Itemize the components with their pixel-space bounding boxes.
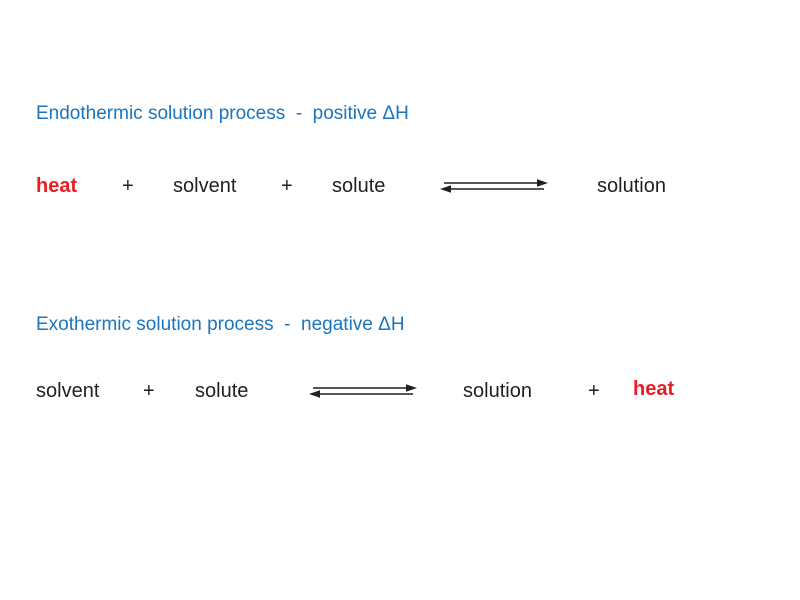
exothermic-heading: Exothermic solution process - negative Δ… <box>36 314 405 335</box>
exothermic-solvent-term: solvent <box>36 380 100 402</box>
endothermic-solution-term: solution <box>597 175 666 197</box>
exothermic-solution-term: solution <box>463 380 532 402</box>
exothermic-solute-term: solute <box>195 380 249 402</box>
endothermic-solute-term: solute <box>332 175 386 197</box>
exothermic-plus-1: + <box>143 380 155 402</box>
endothermic-heading: Endothermic solution process - positive … <box>36 103 409 124</box>
exothermic-heat-term: heat <box>633 378 675 400</box>
exothermic-plus-2: + <box>588 380 600 402</box>
equilibrium-arrows-icon <box>440 178 548 199</box>
equilibrium-arrows-icon <box>309 383 417 404</box>
endothermic-plus-1: + <box>122 175 134 197</box>
endothermic-solvent-term: solvent <box>173 175 237 197</box>
endothermic-heat-term: heat <box>36 175 78 197</box>
endothermic-plus-2: + <box>281 175 293 197</box>
